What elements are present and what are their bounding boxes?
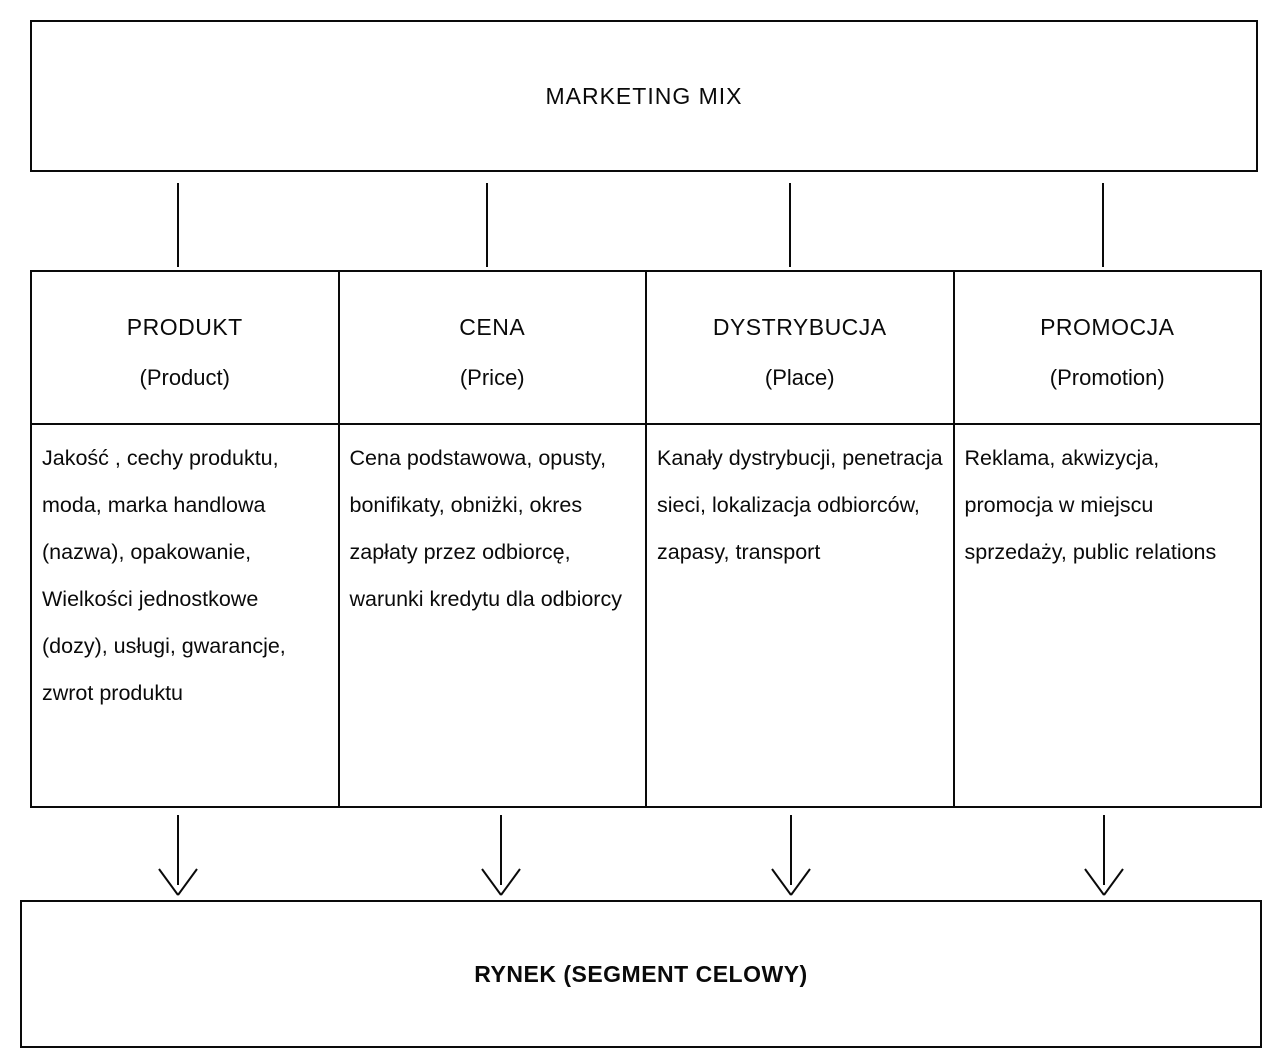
column-body: Kanały dystrybucji, penetracja sieci, lo… <box>657 446 943 564</box>
down-arrow-icon <box>156 815 200 899</box>
target-market-label: RYNEK (SEGMENT CELOWY) <box>474 960 808 987</box>
connector-line-dystrybucja <box>789 183 791 267</box>
column-cena: CENA (Price) Cena podstawowa, opusty, bo… <box>337 270 647 808</box>
target-market-box: RYNEK (SEGMENT CELOWY) <box>20 900 1262 1048</box>
down-arrow-icon <box>479 815 523 899</box>
column-header: PRODUKT (Product) <box>32 272 338 425</box>
down-arrow-icon <box>769 815 813 899</box>
connector-line-produkt <box>177 183 179 267</box>
column-header: PROMOCJA (Promotion) <box>954 272 1260 425</box>
marketing-mix-box: MARKETING MIX <box>30 20 1258 172</box>
column-dystrybucja: DYSTRYBUCJA (Place) Kanały dystrybucji, … <box>645 270 955 808</box>
down-arrow-icon <box>1082 815 1126 899</box>
column-body: Reklama, akwizycja, promocja w miejscu s… <box>964 446 1217 564</box>
column-title: PRODUKT <box>126 314 243 340</box>
column-header: DYSTRYBUCJA (Place) <box>647 272 953 425</box>
column-subtitle: (Price) <box>459 365 525 390</box>
connector-line-cena <box>486 183 488 267</box>
column-produkt: PRODUKT (Product) Jakość , cechy produkt… <box>30 270 340 808</box>
column-subtitle: (Place) <box>764 365 835 390</box>
column-title: CENA <box>459 314 526 340</box>
column-body: Cena podstawowa, opusty, bonifikaty, obn… <box>349 446 622 611</box>
column-promocja: PROMOCJA (Promotion) Reklama, akwizycja,… <box>952 270 1262 808</box>
connector-line-promocja <box>1102 183 1104 267</box>
column-header: CENA (Price) <box>339 272 645 425</box>
column-title: DYSTRYBUCJA <box>712 314 887 340</box>
marketing-mix-table: PRODUKT (Product) Jakość , cechy produkt… <box>30 270 1262 808</box>
column-body: Jakość , cechy produktu, moda, marka han… <box>42 446 286 705</box>
diagram-title: MARKETING MIX <box>545 82 743 109</box>
column-subtitle: (Product) <box>139 365 230 390</box>
column-subtitle: (Promotion) <box>1049 365 1165 390</box>
column-title: PROMOCJA <box>1040 314 1175 340</box>
